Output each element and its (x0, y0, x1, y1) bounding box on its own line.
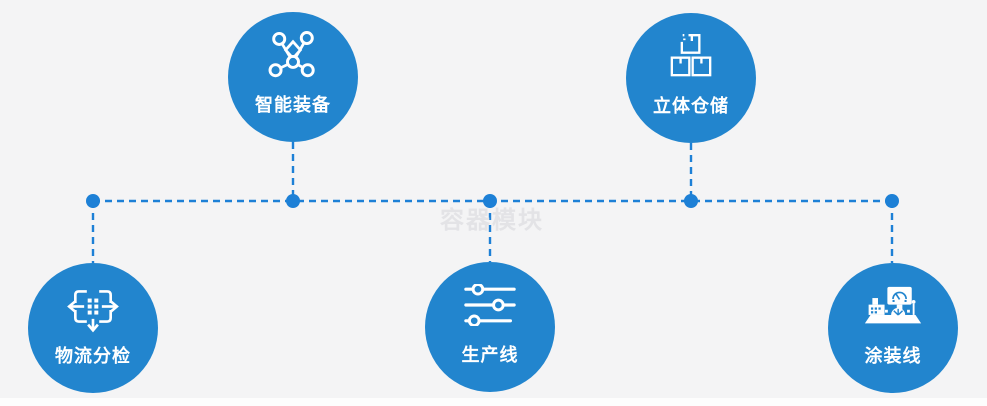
network-nodes-icon (268, 30, 315, 77)
junction-dot (885, 194, 899, 208)
stacked-boxes-icon (670, 34, 712, 77)
icon-container (455, 278, 525, 332)
node-label: 涂装线 (864, 346, 922, 366)
junction-dot (483, 194, 497, 208)
diagram-node-production-line: 生产线 (425, 262, 555, 392)
node-label: 智能装备 (255, 95, 331, 115)
machine-console-icon (864, 286, 922, 323)
sliders-icon (464, 284, 516, 326)
diagram-node-logistics-sorting: 物流分检 (28, 263, 158, 393)
node-label: 物流分检 (55, 346, 131, 366)
icon-container (258, 28, 328, 82)
crosshair-arrows-icon (67, 289, 119, 332)
node-label: 立体仓储 (653, 96, 729, 116)
junction-dot (86, 194, 100, 208)
diagram-node-stereo-warehouse: 立体仓储 (626, 13, 756, 143)
diagram-node-painting-line: 涂装线 (828, 263, 958, 393)
watermark-text: 容器模块 (440, 207, 544, 234)
junction-dot (684, 194, 698, 208)
junction-dot (286, 194, 300, 208)
bottom-edge-strip (0, 398, 987, 406)
icon-container (656, 29, 726, 83)
diagram-node-smart-equipment: 智能装备 (228, 12, 358, 142)
icon-container (858, 279, 928, 333)
icon-container (58, 279, 128, 333)
node-label: 生产线 (461, 345, 519, 365)
